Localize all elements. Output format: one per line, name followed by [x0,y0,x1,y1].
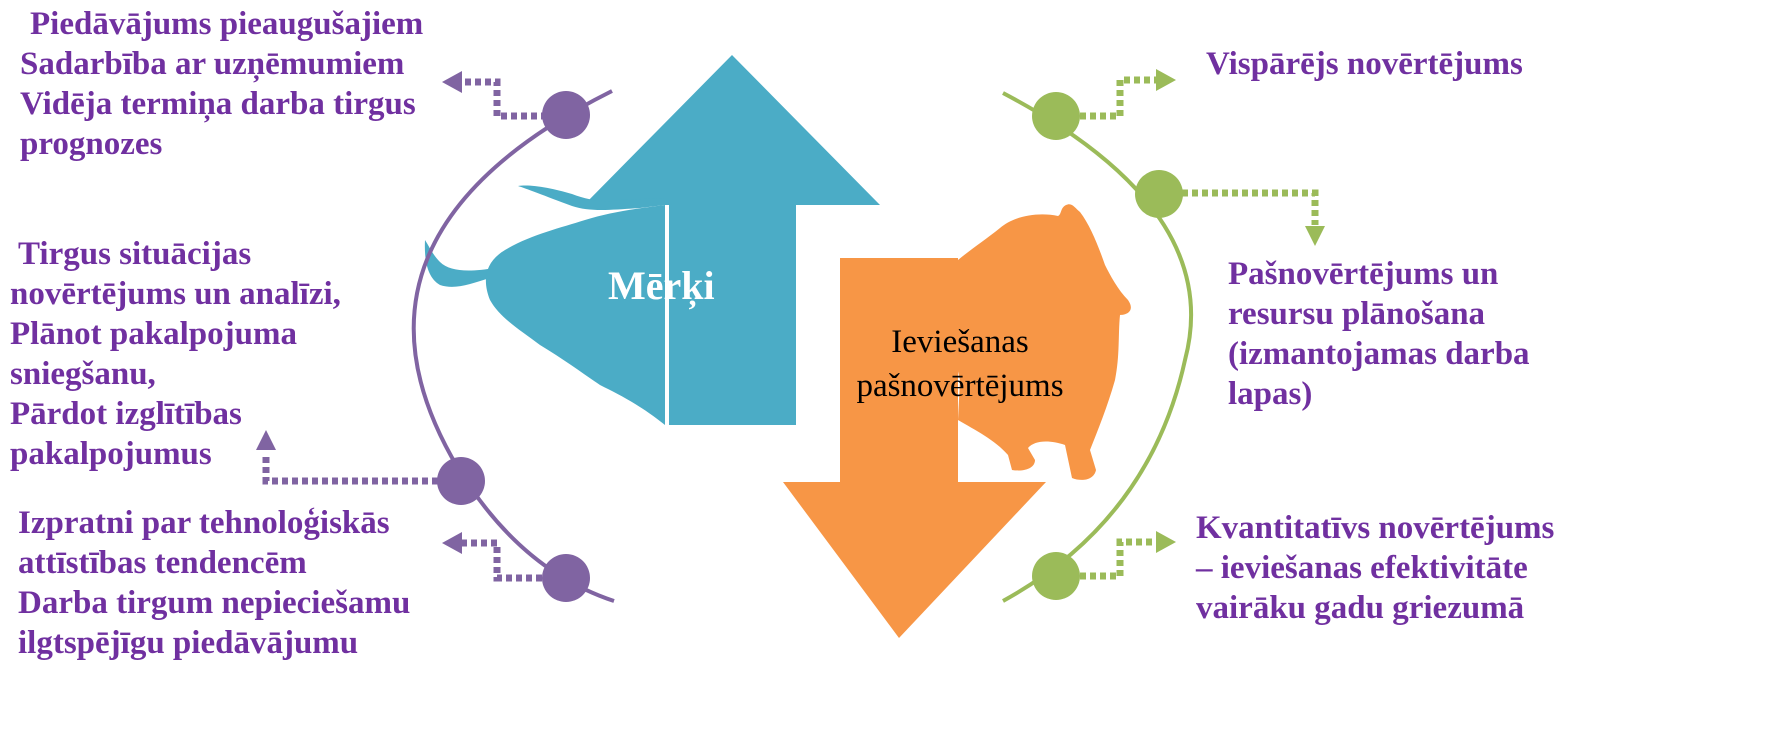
goals-text-3-line: Izpratni par tehnoloģiskās [18,505,390,541]
goals-text-3: Izpratni par tehnoloģiskās attīstības te… [18,503,410,663]
connector-eval-2 [1182,189,1319,225]
goals-text-3-line: attīstības tendencēm [18,545,307,581]
goals-node-3 [542,554,590,602]
goals-text-2-line: novērtējums un analīzi, [10,276,341,312]
eval-node-1 [1032,92,1080,140]
goals-text-2-line: sniegšanu, [10,356,156,392]
evaluation-label-line-1: Ieviešanas [891,324,1029,360]
connector-eval-1 [1080,76,1157,120]
eval-text-3-line: vairāku gadu griezumā [1196,590,1525,626]
eval-text-1-line: Vispārējs novērtējums [1206,46,1523,82]
bull-silhouette-icon [424,185,665,425]
arrowhead-goals-2 [256,430,276,450]
evaluation-down-arrow [783,258,1046,638]
goals-text-2-line: Tirgus situācijas [18,236,252,272]
goals-label: Mērķi [608,263,715,308]
goals-up-arrow [584,55,880,425]
bear-silhouette-icon [953,204,1131,480]
eval-text-1: Vispārējs novērtējums [1206,44,1523,84]
goals-node-1 [542,91,590,139]
connector-goals-1 [458,78,547,120]
arrowhead-eval-2 [1305,226,1325,246]
arrowhead-eval-3 [1156,531,1176,553]
goals-text-1-line: prognozes [20,126,163,162]
eval-text-3: Kvantitatīvs novērtējums – ieviešanas ef… [1196,508,1554,628]
eval-node-3 [1032,552,1080,600]
goals-text-2: Tirgus situācijas novērtējums un analīzi… [10,234,341,474]
eval-text-3-line: – ieviešanas efektivitāte [1196,550,1528,586]
goals-text-2-line: Plānot pakalpojuma [10,316,297,352]
goals-node-2 [437,457,485,505]
eval-text-2-line: Pašnovērtējums un [1228,256,1499,292]
evaluation-label: Ieviešanas pašnovērtējums [835,320,1085,408]
eval-text-2: Pašnovērtējums un resursu plānošana (izm… [1228,254,1530,414]
eval-node-2 [1135,170,1183,218]
connector-goals-2 [262,453,438,485]
goals-text-1-line: Piedāvājums pieaugušajiem [30,6,424,42]
evaluation-label-line-2: pašnovērtējums [856,368,1064,404]
goals-text-1-line: Sadarbība ar uzņēmumiem [20,46,405,82]
evaluation-arc [1002,91,1194,603]
eval-text-2-line: resursu plānošana [1228,296,1486,332]
goals-text-1: Piedāvājums pieaugušajiem Sadarbība ar u… [20,4,423,164]
goals-text-3-line: ilgtspējīgu piedāvājumu [18,625,359,661]
arrowhead-goals-1 [442,71,462,93]
eval-text-2-line: (izmantojamas darba [1228,336,1530,372]
eval-text-2-line: lapas) [1228,376,1313,412]
connector-eval-3 [1080,538,1157,580]
connector-goals-3 [458,539,542,582]
goals-text-2-line: pakalpojumus [10,436,212,472]
arrowhead-eval-1 [1156,69,1176,91]
goals-text-1-line: Vidēja termiņa darba tirgus [20,86,416,122]
goals-arc [411,89,615,603]
goals-text-3-line: Darba tirgum nepieciešamu [18,585,411,621]
eval-text-3-line: Kvantitatīvs novērtējums [1196,510,1555,546]
arrowhead-goals-3 [442,532,462,554]
goals-text-2-line: Pārdot izglītības [10,396,242,432]
